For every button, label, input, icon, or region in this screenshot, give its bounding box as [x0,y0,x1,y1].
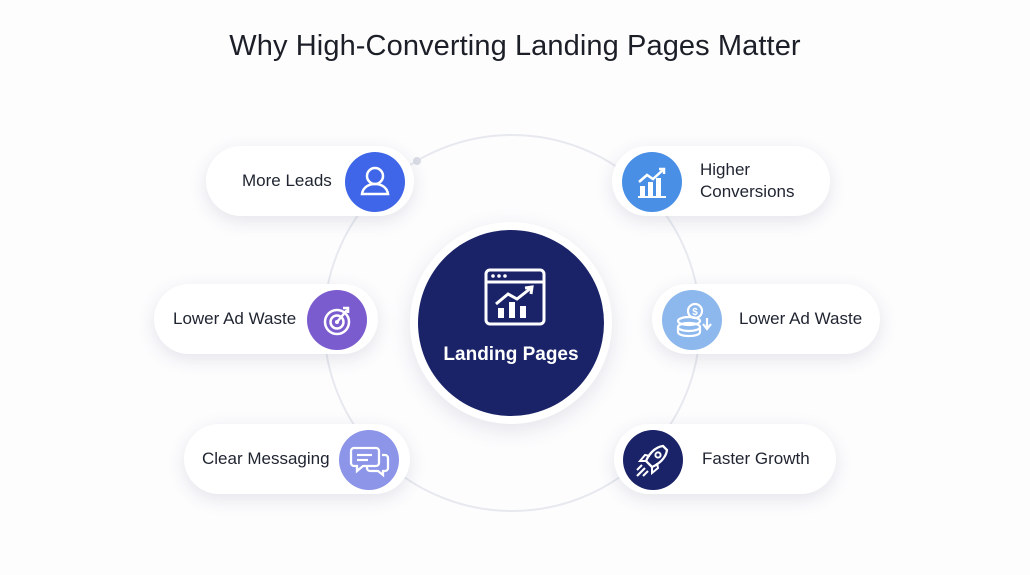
benefit-label: More Leads [242,171,332,190]
benefit-faster-growth: Faster Growth [614,424,836,494]
benefit-label: Faster Growth [702,449,810,468]
benefit-label: Lower Ad Waste [173,309,297,328]
benefit-clear-messaging: Clear Messaging [184,424,410,494]
benefit-label: Higher Conversions [700,160,795,201]
rocket-icon [623,430,683,490]
hub-circle: Landing Pages [418,230,604,416]
benefit-higher-conversions: Higher Conversions [612,146,830,216]
target-icon [307,290,367,350]
benefit-lower-ad-waste-right: $ Lower Ad Waste [652,284,880,354]
benefit-label: Clear Messaging [202,449,330,468]
svg-text:$: $ [692,307,698,318]
benefit-lower-ad-waste-left: Lower Ad Waste [154,284,378,354]
page-title: Why High-Converting Landing Pages Matter [229,30,801,62]
bar-chart-icon [622,152,682,212]
benefit-label: Lower Ad Waste [739,309,863,328]
coins-icon: $ [662,290,722,350]
benefit-more-leads: More Leads [206,146,414,216]
browser-chart-icon [484,268,546,326]
hub-node: Landing Pages [410,222,612,424]
user-icon [345,152,405,212]
chat-bubbles-icon [339,430,399,490]
hub-label: Landing Pages [443,344,579,365]
